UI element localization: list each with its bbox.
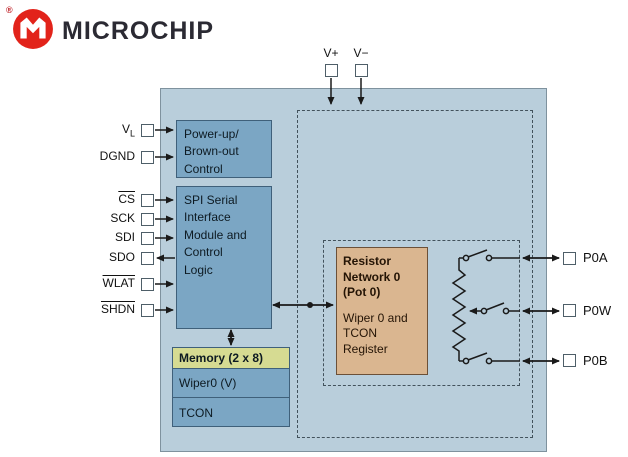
pin-pad-dgnd — [141, 151, 154, 164]
pin-label-wlat: WLAT — [102, 276, 135, 290]
brand-name: MICROCHIP — [62, 17, 215, 45]
pin-label-sdi: SDI — [114, 230, 135, 244]
spi-block-line: SPI Serial — [184, 193, 238, 207]
pin-pad-vplus — [325, 64, 338, 77]
memory-block: Memory (2 x 8) Wiper0 (V) TCON — [172, 347, 290, 427]
pin-pad-wlat — [141, 278, 154, 291]
registered-trademark: ® — [6, 5, 13, 15]
pin-pad-vl — [141, 124, 154, 137]
spi-block-line: Control — [184, 245, 223, 260]
pin-label-dgnd: DGND — [99, 149, 135, 163]
power-block-line: Control — [184, 161, 223, 176]
microchip-logo-icon — [13, 9, 53, 49]
pin-label-p0a: P0A — [583, 250, 608, 265]
pin-pad-vminus — [355, 64, 368, 77]
pin-pad-sck — [141, 213, 154, 226]
pin-pad-p0b — [563, 354, 576, 367]
pin-pad-sdo — [141, 252, 154, 265]
spi-block-line: Module and — [184, 227, 247, 242]
pin-label-cs: CS — [118, 192, 135, 206]
pin-pad-shdn — [141, 304, 154, 317]
pin-pad-p0w — [563, 304, 576, 317]
power-block-line: Power-up/ — [184, 127, 239, 141]
spi-block-line: Logic — [184, 262, 213, 277]
memory-row-wiper0: Wiper0 (V) — [173, 369, 289, 398]
memory-row-tcon: TCON — [179, 405, 213, 420]
power-block-line: Brown-out — [184, 144, 239, 159]
resistor-network-subtitle: (Pot 0) — [343, 285, 381, 300]
resistor-network-block: Resistor Network 0 (Pot 0) Wiper 0 and T… — [336, 247, 428, 375]
pin-label-shdn: SHDN — [100, 302, 135, 316]
pin-pad-sdi — [141, 232, 154, 245]
analog-section-dashed-box — [297, 110, 533, 438]
pin-label-p0b: P0B — [583, 353, 608, 368]
memory-block-header: Memory (2 x 8) — [173, 348, 289, 369]
pin-pad-p0a — [563, 252, 576, 265]
resistor-network-title: Resistor Network 0 — [343, 254, 401, 284]
pin-label-vplus: V+ — [323, 46, 339, 60]
pin-label-vl: VL — [121, 122, 135, 139]
spi-interface-block: SPI Serial Interface Module and Control … — [176, 186, 272, 329]
pin-label-sck: SCK — [110, 211, 135, 225]
pin-label-p0w: P0W — [583, 303, 612, 318]
resistor-network-dashed-box — [323, 240, 520, 386]
resistor-network-body: Wiper 0 and TCON Register — [343, 310, 408, 356]
pin-label-vminus: V− — [353, 46, 369, 60]
pin-label-sdo: SDO — [108, 250, 135, 264]
pin-pad-cs — [141, 194, 154, 207]
spi-block-line: Interface — [184, 210, 231, 225]
power-up-brown-out-block: Power-up/ Brown-out Control — [176, 120, 272, 178]
